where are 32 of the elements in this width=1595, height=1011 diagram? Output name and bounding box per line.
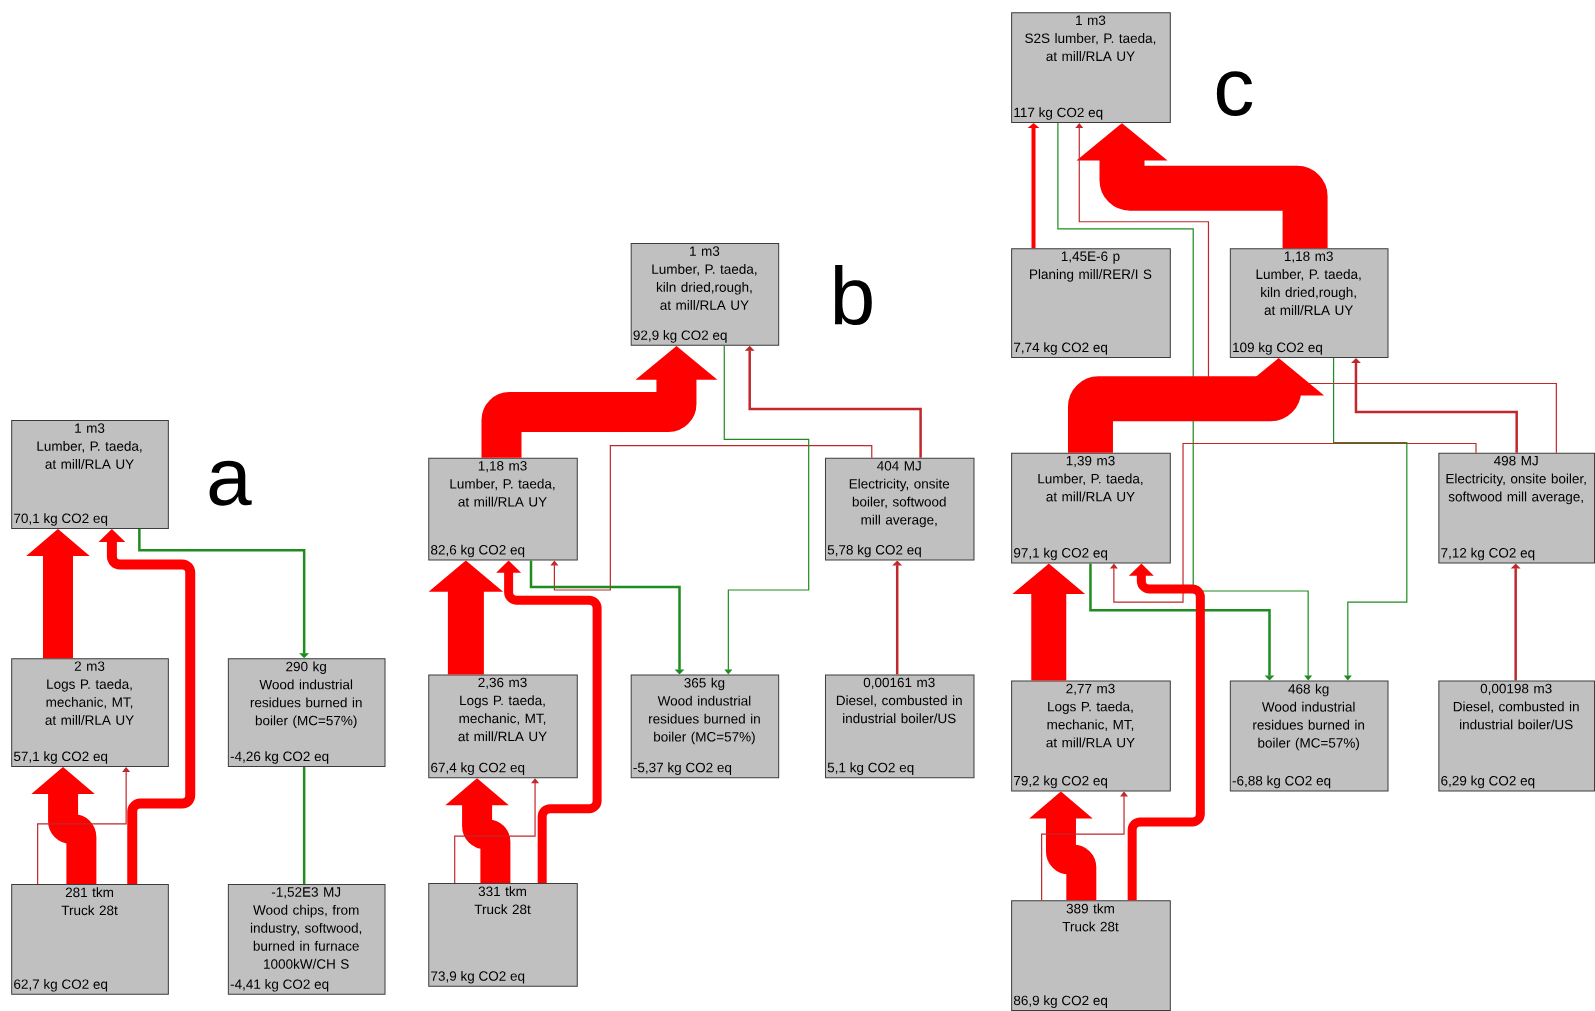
process-box: 389 tkm Truck 28t 86,9 kg CO2 eq <box>1011 900 1171 1011</box>
panel-letter: c <box>1216 71 1253 116</box>
process-box: 331 tkm Truck 28t 73,9 kg CO2 eq <box>428 882 578 987</box>
process-box: 1 m3 Lumber, P. taeda, at mill/RLA UY 70,1 kg CO2 eq <box>11 420 169 529</box>
process-box: 1 m3 S2S lumber, P. taeda, at mill/RLA UY 117 kg CO2 eq <box>1011 12 1171 124</box>
process-box: -1,52E3 MJ Wood chips, from industry, softwood, burned in furnace 1000kW/CH S -4,41 kg CO2 eq <box>227 883 386 995</box>
flow-arrow <box>1351 358 1518 453</box>
process-box: 2,36 m3 Logs P. taeda, mechanic, MT, at mill/RLA UY 67,4 kg CO2 eq <box>428 674 578 779</box>
process-box: 498 MJ Electricity, onsite boiler, softwood mill average, 7,12 kg CO2 eq <box>1438 452 1595 564</box>
flow-arrow <box>1109 442 1477 603</box>
process-box: 2,77 m3 Logs P. taeda, mechanic, MT, at mill/RLA UY 79,2 kg CO2 eq <box>1011 680 1171 792</box>
flow-line <box>302 766 306 884</box>
process-box: 0,00198 m3 Diesel, combusted in industrial boiler/US 6,29 kg CO2 eq <box>1438 680 1595 792</box>
flow-arrow <box>1057 122 1313 681</box>
process-box: 1 m3 Lumber, P. taeda, kiln dried,rough, at mill/RLA UY 92,9 kg CO2 eq <box>630 243 780 346</box>
flow-arrow <box>1089 563 1275 681</box>
process-box: 1,18 m3 Lumber, P. taeda, at mill/RLA UY 82,6 kg CO2 eq <box>428 457 578 561</box>
process-box: 290 kg Wood industrial residues burned in boiler (MC=57%) -4,26 kg CO2 eq <box>227 658 386 767</box>
process-box: 0,00161 m3 Diesel, combusted in industrial boiler/US 5,1 kg CO2 eq <box>824 674 975 779</box>
process-box: 1,45E-6 p Planing mill/RER/I S 7,74 kg CO2 eq <box>1011 248 1171 358</box>
flow-arrow <box>550 444 873 591</box>
panel-letter: b <box>834 264 872 326</box>
process-box: 281 tkm Truck 28t 62,7 kg CO2 eq <box>11 883 169 995</box>
process-box: 365 kg Wood industrial residues burned in boiler (MC=57%) -5,37 kg CO2 eq <box>630 674 780 779</box>
process-box: 404 MJ Electricity, onsite boiler, softwood mill average, 5,78 kg CO2 eq <box>824 457 975 561</box>
process-box: 468 kg Wood industrial residues burned in boiler (MC=57%) -6,88 kg CO2 eq <box>1229 680 1389 792</box>
flow-arrow <box>1333 357 1408 681</box>
panel-letter: a <box>209 460 252 506</box>
process-box: 1,39 m3 Lumber, P. taeda, at mill/RLA UY 97,1 kg CO2 eq <box>1011 452 1171 564</box>
process-box: 2 m3 Logs P. taeda, mechanic, MT, at mill/RLA UY 57,1 kg CO2 eq <box>11 658 169 767</box>
process-box: 1,18 m3 Lumber, P. taeda, kiln dried,rough, at mill/RLA UY 109 kg CO2 eq <box>1229 248 1389 358</box>
flow-arrow <box>529 560 685 675</box>
